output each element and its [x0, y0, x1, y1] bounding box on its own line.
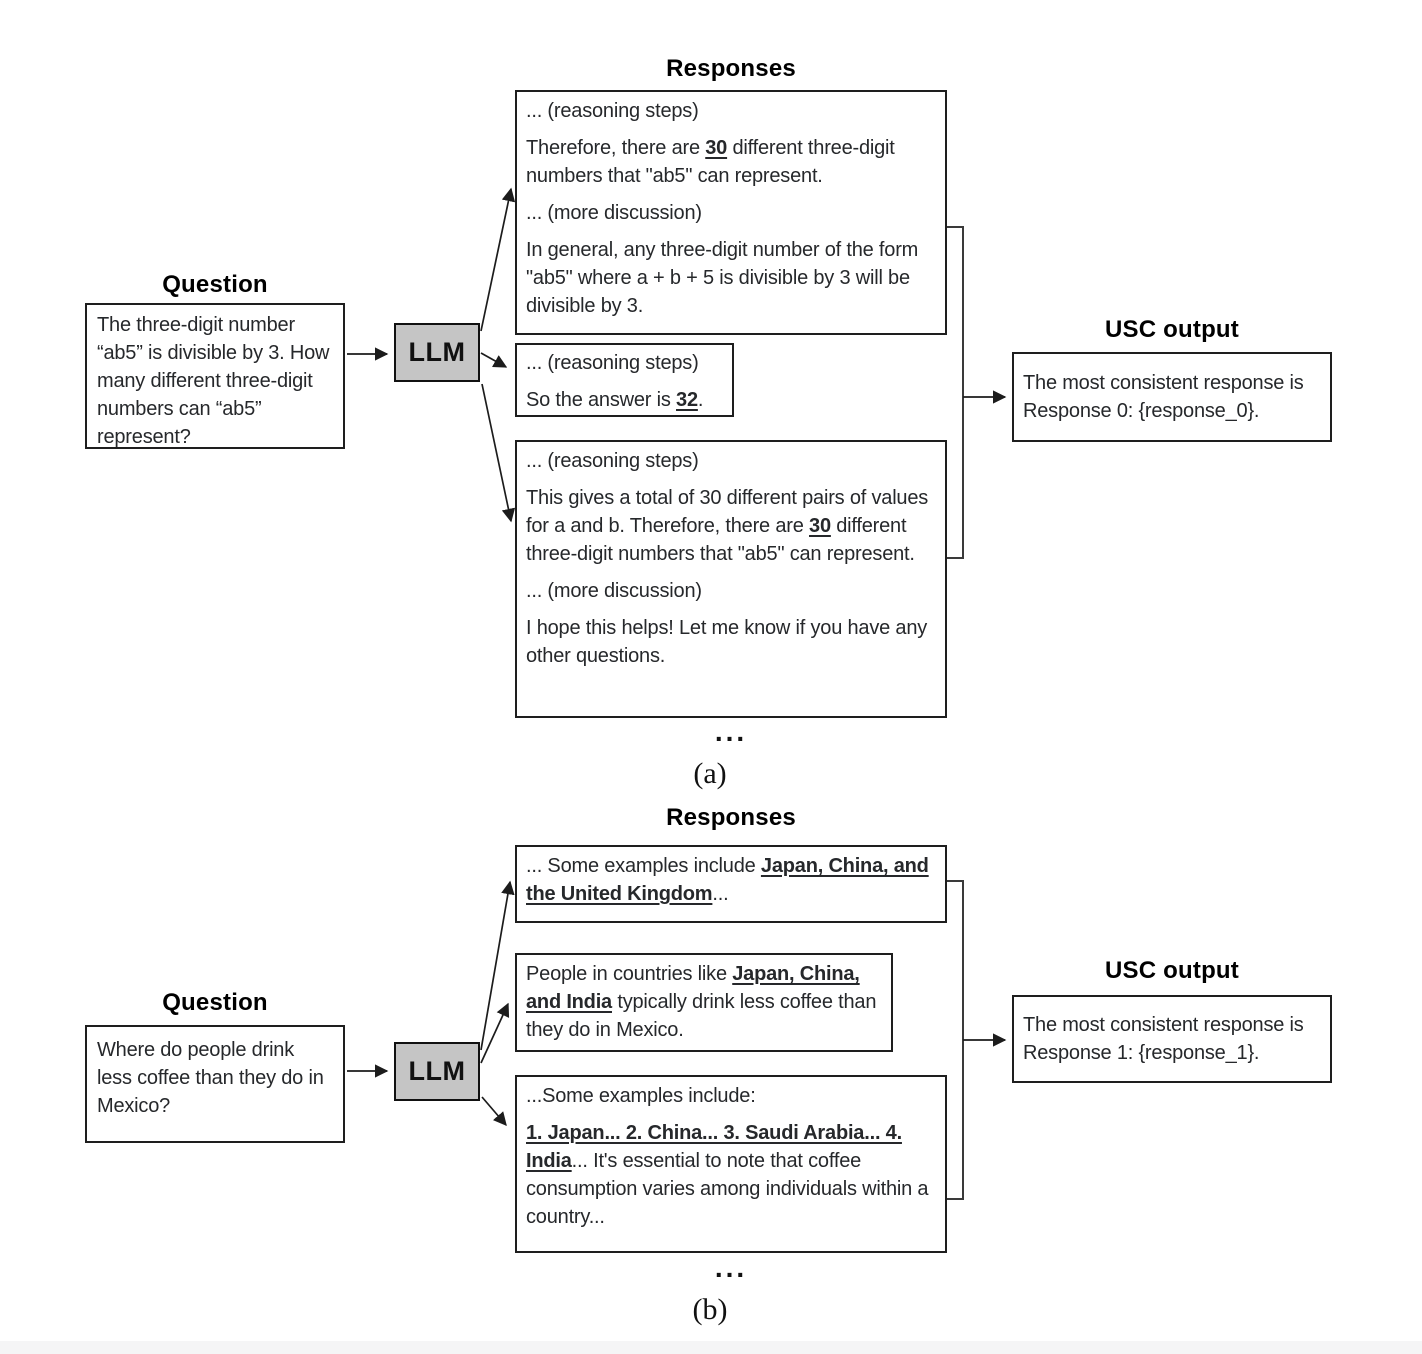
paragraph: In general, any three-digit number of th… — [526, 239, 919, 317]
paragraph: So the answer is 32. — [526, 389, 704, 411]
paragraph: Therefore, there are 30 different three-… — [526, 137, 895, 187]
response-box-a3: ... (reasoning steps) This gives a total… — [515, 440, 947, 718]
paragraph: ... (more discussion) — [526, 202, 702, 224]
usc-output-heading-a: USC output — [1105, 316, 1239, 343]
question-box-a: The three-digit number “ab5” is divisibl… — [85, 303, 345, 449]
paragraph: ... (reasoning steps) — [526, 352, 699, 374]
arrow-llm-to-response1-b — [480, 880, 515, 1051]
arrow-llm-to-response2-b — [480, 1002, 510, 1064]
highlighted-answer: Japan, China, and India — [526, 963, 860, 1013]
arrow-llm-to-response2-a — [480, 352, 508, 368]
highlighted-answer: 30 — [705, 137, 728, 159]
responses-heading-b: Responses — [666, 804, 796, 831]
response-box-b3: ...Some examples include: 1. Japan... 2.… — [515, 1075, 947, 1253]
highlighted-answer: 1. Japan... 2. China... 3. Saudi Arabia.… — [526, 1122, 902, 1172]
arrow-llm-to-response3-b — [481, 1096, 507, 1127]
usc-output-heading-b: USC output — [1105, 957, 1239, 984]
question-text-b: Where do people drink less coffee than t… — [97, 1039, 324, 1117]
paragraph: ... (reasoning steps) — [526, 100, 699, 122]
response-box-b2: People in countries like Japan, China, a… — [515, 953, 893, 1052]
question-heading-b: Question — [162, 989, 268, 1016]
arrow-llm-to-response1-a — [480, 187, 516, 332]
highlighted-answer: 32 — [676, 389, 698, 411]
responses-bracket-a — [947, 226, 964, 559]
usc-output-text-b: The most consistent response is Response… — [1023, 1014, 1304, 1064]
response-box-a1: ... (reasoning steps) Therefore, there a… — [515, 90, 947, 335]
bottom-strip — [0, 1341, 1422, 1354]
paragraph: I hope this helps! Let me know if you ha… — [526, 617, 928, 667]
subfigure-caption-b: (b) — [692, 1293, 728, 1326]
responses-heading-a: Responses — [666, 55, 796, 82]
more-responses-ellipsis-a: ... — [714, 716, 748, 747]
paragraph: ... (more discussion) — [526, 580, 702, 602]
question-box-b: Where do people drink less coffee than t… — [85, 1025, 345, 1143]
llm-box-a: LLM — [394, 323, 480, 382]
more-responses-ellipsis-b: ... — [714, 1252, 748, 1283]
arrow-llm-to-response3-a — [481, 383, 516, 523]
response-box-a2: ... (reasoning steps) So the answer is 3… — [515, 343, 734, 417]
question-heading-a: Question — [162, 271, 268, 298]
llm-box-b: LLM — [394, 1042, 480, 1101]
highlighted-answer: Japan, China, and the United Kingdom — [526, 855, 929, 905]
question-text-a: The three-digit number “ab5” is divisibl… — [97, 314, 330, 448]
paragraph: 1. Japan... 2. China... 3. Saudi Arabia.… — [526, 1122, 929, 1228]
usc-output-text-a: The most consistent response is Response… — [1023, 372, 1304, 422]
highlighted-answer: 30 — [809, 515, 831, 537]
usc-output-box-b: The most consistent response is Response… — [1012, 995, 1332, 1083]
responses-bracket-b — [947, 880, 964, 1200]
response-box-b1: ... Some examples include Japan, China, … — [515, 845, 947, 923]
paragraph: People in countries like Japan, China, a… — [526, 963, 877, 1041]
paragraph: ... (reasoning steps) — [526, 450, 699, 472]
paragraph: ... Some examples include Japan, China, … — [526, 855, 929, 905]
paragraph: This gives a total of 30 different pairs… — [526, 487, 929, 565]
usc-output-box-a: The most consistent response is Response… — [1012, 352, 1332, 442]
subfigure-caption-a: (a) — [693, 757, 727, 790]
paragraph: ...Some examples include: — [526, 1085, 756, 1107]
